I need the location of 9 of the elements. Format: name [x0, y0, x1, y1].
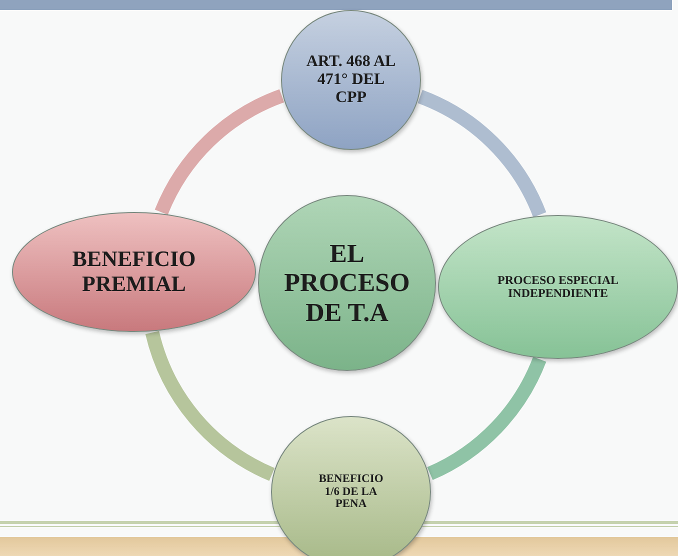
- node-label: EL PROCESO DE T.A: [283, 239, 411, 327]
- node-label: BENEFICIO 1/6 DE LA PENA: [318, 472, 384, 512]
- ring-connector: [426, 356, 546, 480]
- ring-connector: [417, 90, 546, 218]
- ring-connector: [145, 330, 275, 481]
- node-label: BENEFICIO PREMIAL: [71, 247, 197, 297]
- node-label: PROCESO ESPECIAL INDEPENDIENTE: [496, 274, 620, 300]
- ring-connector: [154, 89, 284, 216]
- node-label: ART. 468 AL 471° DEL CPP: [306, 53, 396, 107]
